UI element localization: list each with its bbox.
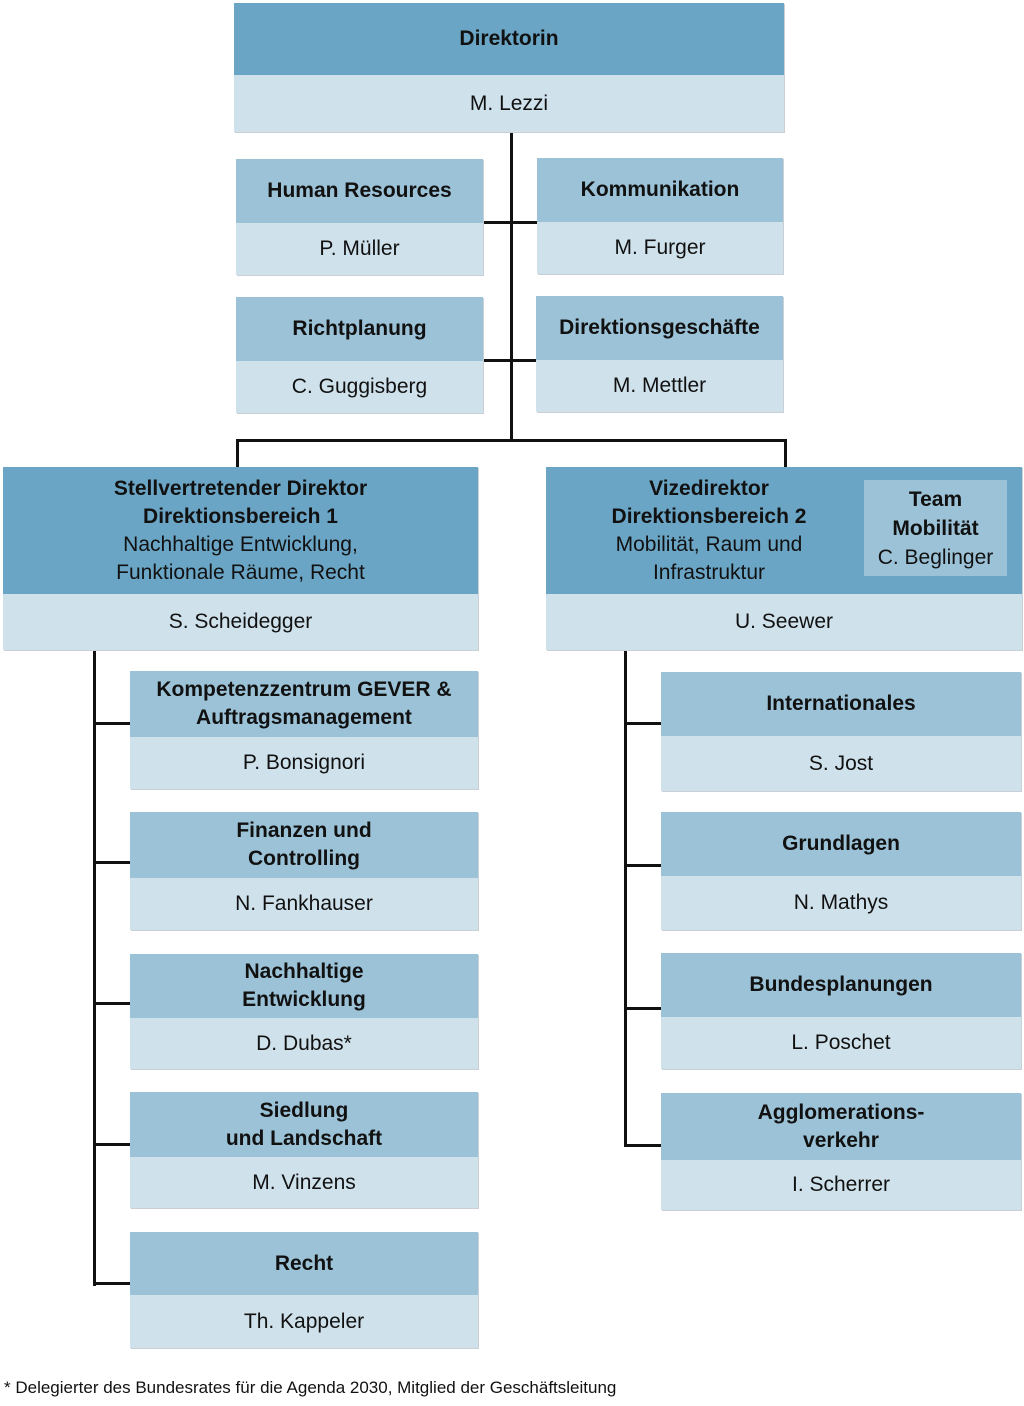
director-box: Direktorin M. Lezzi	[234, 3, 784, 132]
unit-title-line1: Internationales	[766, 692, 916, 715]
division2-title-line1: Vizedirektor	[649, 476, 769, 500]
staff-name: M. Mettler	[536, 360, 783, 412]
connector-line	[784, 439, 787, 468]
unit-title-line1: Siedlung	[259, 1098, 349, 1122]
connector-line	[93, 722, 130, 725]
unit-title-line2: Controlling	[248, 847, 360, 870]
staff-name: P. Müller	[236, 223, 483, 275]
unit-title: Finanzen und Controlling	[130, 812, 478, 878]
division1-header: Stellvertretender Direktor Direktionsber…	[3, 467, 478, 594]
division1-subtitle-line2: Funktionale Räume, Recht	[116, 560, 365, 584]
staff-title: Richtplanung	[236, 297, 483, 361]
connector-line	[624, 1144, 661, 1147]
unit-name: N. Mathys	[661, 876, 1021, 930]
unit-box-siedlung: Siedlung und Landschaft M. Vinzens	[130, 1092, 478, 1208]
unit-box-grundlagen: Grundlagen N. Mathys	[661, 812, 1021, 930]
connector-line	[624, 1007, 661, 1010]
division2-title-line2: Direktionsbereich 2	[611, 504, 807, 528]
connector-line	[624, 722, 661, 725]
connector-line	[483, 359, 537, 362]
connector-line	[624, 650, 627, 1147]
division1-subtitle-line1: Nachhaltige Entwicklung,	[123, 532, 358, 556]
unit-title-line2: verkehr	[803, 1128, 879, 1152]
staff-title: Human Resources	[236, 159, 483, 223]
unit-title-line2: und Landschaft	[225, 1126, 383, 1150]
division2-subtitle-line1: Mobilität, Raum und	[615, 532, 803, 556]
staff-title: Kommunikation	[537, 158, 783, 222]
unit-title-line1: Nachhaltige	[244, 960, 364, 983]
unit-name: D. Dubas*	[130, 1018, 478, 1069]
unit-name: N. Fankhauser	[130, 878, 478, 930]
unit-box-finanzen: Finanzen und Controlling N. Fankhauser	[130, 812, 478, 930]
unit-box-bundesplanungen: Bundesplanungen L. Poschet	[661, 953, 1021, 1069]
connector-line	[624, 864, 661, 867]
staff-box-human-resources: Human Resources P. Müller	[236, 159, 483, 275]
unit-title: Recht	[130, 1232, 478, 1295]
unit-title: Internationales	[661, 672, 1021, 736]
division2-subtitle-line2: Infrastruktur	[652, 560, 766, 584]
staff-title: Direktionsgeschäfte	[536, 296, 783, 360]
connector-line	[93, 1002, 130, 1005]
unit-name: L. Poschet	[661, 1017, 1021, 1069]
director-title: Direktorin	[234, 3, 784, 75]
unit-title-line1: Kompetenzzentrum GEVER &	[156, 678, 452, 701]
staff-name: C. Guggisberg	[236, 361, 483, 413]
unit-name: M. Vinzens	[130, 1157, 478, 1208]
connector-line	[510, 132, 513, 442]
unit-title: Kompetenzzentrum GEVER & Auftragsmanagem…	[130, 671, 478, 737]
unit-title-line1: Recht	[274, 1251, 334, 1275]
staff-box-kommunikation: Kommunikation M. Furger	[537, 158, 783, 274]
unit-title-line1: Finanzen und	[236, 819, 372, 842]
unit-title-line2: Entwicklung	[242, 988, 366, 1011]
staff-name: M. Furger	[537, 222, 783, 274]
connector-line	[93, 861, 130, 864]
staff-box-richtplanung: Richtplanung C. Guggisberg	[236, 297, 483, 413]
unit-title-line1: Agglomerations-	[757, 1100, 925, 1124]
unit-name: I. Scherrer	[661, 1160, 1021, 1210]
unit-title: Grundlagen	[661, 812, 1021, 876]
unit-name: P. Bonsignori	[130, 737, 478, 789]
unit-title: Agglomerations- verkehr	[661, 1093, 1021, 1160]
division1-title-line2: Direktionsbereich 1	[143, 504, 338, 528]
connector-line	[236, 439, 787, 442]
unit-title: Nachhaltige Entwicklung	[130, 954, 478, 1018]
division1-title-line1: Stellvertretender Direktor	[113, 476, 368, 500]
unit-name: S. Jost	[661, 736, 1021, 791]
connector-line	[93, 650, 96, 1286]
unit-box-internationales: Internationales S. Jost	[661, 672, 1021, 791]
unit-box-gever: Kompetenzzentrum GEVER & Auftragsmanagem…	[130, 671, 478, 789]
division2-name: U. Seewer	[546, 594, 1022, 650]
connector-line	[236, 439, 239, 468]
team-title-line2: Mobilität	[892, 516, 979, 540]
unit-box-recht: Recht Th. Kappeler	[130, 1232, 478, 1348]
unit-title: Siedlung und Landschaft	[130, 1092, 478, 1157]
division1-name: S. Scheidegger	[3, 594, 478, 650]
unit-title-line1: Bundesplanungen	[749, 973, 933, 996]
team-title-line1: Team	[908, 487, 963, 511]
director-name: M. Lezzi	[234, 75, 784, 132]
unit-box-nachhaltige-entwicklung: Nachhaltige Entwicklung D. Dubas*	[130, 954, 478, 1069]
connector-line	[483, 221, 537, 224]
team-name: C. Beglinger	[877, 545, 994, 569]
footnote: * Delegierter des Bundesrates für die Ag…	[4, 1378, 617, 1397]
connector-line	[93, 1143, 130, 1146]
unit-title: Bundesplanungen	[661, 953, 1021, 1017]
unit-title-line2: Auftragsmanagement	[196, 706, 412, 729]
connector-line	[93, 1282, 130, 1285]
staff-box-direktionsgeschaefte: Direktionsgeschäfte M. Mettler	[536, 296, 783, 412]
division1-box: Stellvertretender Direktor Direktionsber…	[3, 467, 478, 650]
unit-title-line1: Grundlagen	[782, 832, 900, 855]
unit-box-agglomerationsverkehr: Agglomerations- verkehr I. Scherrer	[661, 1093, 1021, 1210]
team-mobilitaet-box: Team Mobilität C. Beglinger	[864, 480, 1007, 576]
unit-name: Th. Kappeler	[130, 1295, 478, 1348]
